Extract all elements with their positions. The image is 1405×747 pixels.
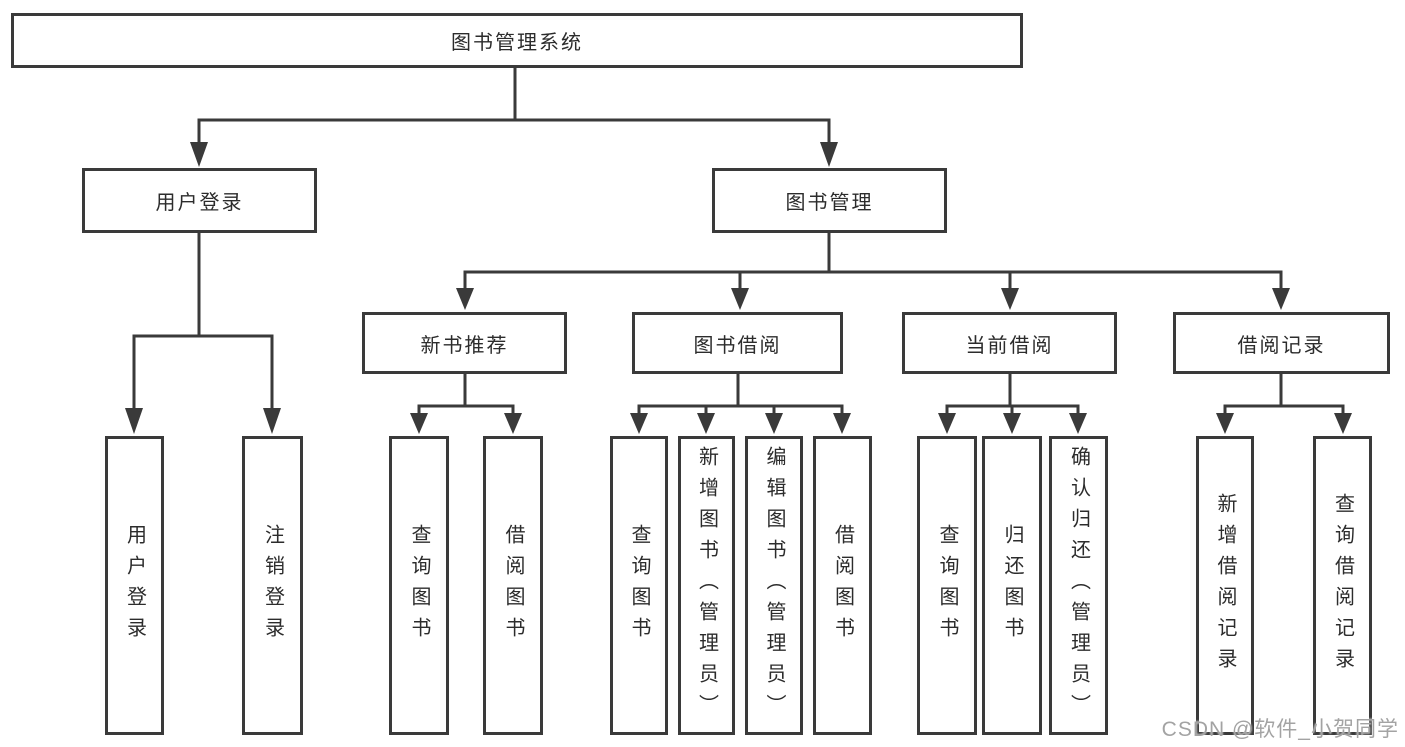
node-label: 图书借阅	[693, 334, 782, 357]
connector-borrowing-records-branch	[1216, 374, 1352, 434]
connector-book-borrowing-branch	[630, 374, 851, 434]
node-label: 借阅记录	[1237, 334, 1326, 357]
node-leaf-current-confirm-return: 确认归还（管理员）	[1049, 436, 1108, 735]
node-leaf-records-add-record: 新增借阅记录	[1196, 436, 1254, 735]
node-label: 用户登录	[155, 192, 244, 214]
node-borrowing-records: 借阅记录	[1173, 312, 1390, 374]
node-label: 查询图书	[408, 523, 430, 648]
node-label: 用户登录	[123, 523, 146, 648]
node-label: 借阅图书	[502, 523, 524, 648]
node-leaf-current-query-book: 查询图书	[917, 436, 977, 735]
node-book-borrowing: 图书借阅	[632, 312, 843, 374]
node-leaf-user-login: 用户登录	[105, 436, 164, 735]
node-leaf-borrowing-add-book: 新增图书（管理员）	[678, 436, 735, 735]
node-label: 图书管理系统	[451, 32, 583, 54]
node-leaf-borrowing-query-book: 查询图书	[610, 436, 668, 735]
node-book-management: 图书管理	[712, 168, 947, 233]
node-new-book-recommend: 新书推荐	[362, 312, 567, 374]
connector-user-login-branch	[125, 233, 281, 434]
watermark: CSDN @软件_小贺同学	[1161, 718, 1399, 741]
node-label: 查询图书	[628, 523, 650, 648]
node-leaf-borrowing-borrow-book: 借阅图书	[813, 436, 872, 735]
connector-book-management-branch	[456, 233, 1290, 310]
node-user-login: 用户登录	[82, 168, 317, 233]
node-label: 查询图书	[936, 523, 958, 648]
node-label: 注销登录	[261, 523, 284, 648]
node-root: 图书管理系统	[11, 13, 1023, 68]
node-current-borrowing: 当前借阅	[902, 312, 1117, 374]
connector-root-branch	[190, 68, 838, 167]
node-leaf-current-return-book: 归还图书	[982, 436, 1042, 735]
node-label: 归还图书	[1001, 523, 1023, 648]
node-leaf-recommend-borrow-book: 借阅图书	[483, 436, 543, 735]
node-label: 编辑图书（管理员）	[763, 446, 785, 725]
node-label: 借阅图书	[831, 523, 854, 648]
connector-new-book-recommend-branch	[410, 374, 522, 434]
node-label: 图书管理	[785, 192, 874, 214]
node-leaf-records-query-record: 查询借阅记录	[1313, 436, 1372, 735]
node-label: 确认归还（管理员）	[1067, 446, 1090, 725]
node-leaf-borrowing-edit-book: 编辑图书（管理员）	[745, 436, 803, 735]
node-label: 新书推荐	[420, 334, 509, 357]
node-label: 当前借阅	[965, 334, 1054, 357]
node-label: 新增借阅记录	[1214, 492, 1236, 679]
node-leaf-recommend-query-book: 查询图书	[389, 436, 449, 735]
node-leaf-logout: 注销登录	[242, 436, 303, 735]
connector-current-borrowing-branch	[938, 374, 1087, 434]
node-label: 新增图书（管理员）	[695, 446, 718, 725]
node-label: 查询借阅记录	[1331, 492, 1354, 679]
